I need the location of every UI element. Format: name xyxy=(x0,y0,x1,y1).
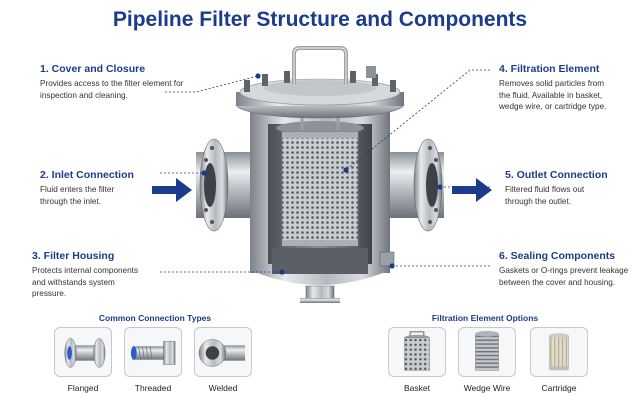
callout-description: Filtered fluid flows out through the out… xyxy=(505,185,585,206)
threaded-connection-icon xyxy=(130,341,176,365)
basket-thumbnail xyxy=(388,327,446,377)
callout-heading: 3. Filter Housing xyxy=(32,250,115,262)
callout-heading: 5. Outlet Connection xyxy=(505,169,608,181)
callout-inlet-connection: 2. Inlet Connection Fluid enters the fil… xyxy=(40,169,190,207)
callout-sealing-components: 6. Sealing Components Gaskets or O-rings… xyxy=(499,250,640,288)
callout-description: Removes solid particles from the fluid. … xyxy=(499,79,607,111)
outlet-flow-arrow xyxy=(452,178,492,202)
callout-heading: 4. Filtration Element xyxy=(499,63,600,75)
cartridge-element-icon xyxy=(549,333,569,371)
filtration-element xyxy=(276,106,364,247)
connection-caption-threaded: Threaded xyxy=(134,383,172,393)
callout-description: Protects internal components and withsta… xyxy=(32,266,139,298)
inlet-flow-arrow xyxy=(152,178,192,202)
callout-description: Provides access to the filter element fo… xyxy=(40,79,184,100)
callout-description: Fluid enters the filter through the inle… xyxy=(40,185,115,206)
callout-filter-housing: 3. Filter Housing Protects internal comp… xyxy=(32,250,182,300)
element-options-title: Filtration Element Options xyxy=(431,313,539,323)
welded-thumbnail xyxy=(194,327,252,377)
connection-caption-welded: Welded xyxy=(208,383,238,393)
flanged-thumbnail xyxy=(54,327,112,377)
threaded-thumbnail xyxy=(124,327,182,377)
cover-and-closure xyxy=(235,46,405,119)
leader-lines xyxy=(160,69,490,273)
welded-connection-icon xyxy=(198,339,246,367)
callout-description: Gaskets or O-rings prevent leakage betwe… xyxy=(499,266,629,287)
outlet-connection xyxy=(384,138,444,232)
callout-heading: 6. Sealing Components xyxy=(499,250,616,262)
callout-heading: 1. Cover and Closure xyxy=(40,63,146,75)
wedge-wire-thumbnail xyxy=(458,327,516,377)
connection-caption-flanged: Flanged xyxy=(67,383,99,393)
element-caption-wedge-wire: Wedge Wire xyxy=(463,383,511,393)
callout-cover-and-closure: 1. Cover and Closure Provides access to … xyxy=(40,63,190,101)
element-caption-basket: Basket xyxy=(404,383,430,393)
basket-element-icon xyxy=(404,331,430,371)
leader-dots xyxy=(201,73,443,275)
wedge-wire-element-icon xyxy=(475,330,499,371)
sealing-components xyxy=(379,251,395,267)
cartridge-thumbnail xyxy=(530,327,588,377)
inlet-connection xyxy=(196,138,256,232)
callout-heading: 2. Inlet Connection xyxy=(40,169,134,181)
connection-types-title: Common Connection Types xyxy=(98,313,212,323)
callout-filtration-element: 4. Filtration Element Removes solid part… xyxy=(499,63,640,113)
element-caption-cartridge: Cartridge xyxy=(541,383,577,393)
page-title: Pipeline Filter Structure and Components xyxy=(112,8,528,31)
callout-outlet-connection: 5. Outlet Connection Filtered fluid flow… xyxy=(505,169,640,207)
flanged-connection-icon xyxy=(64,338,106,368)
